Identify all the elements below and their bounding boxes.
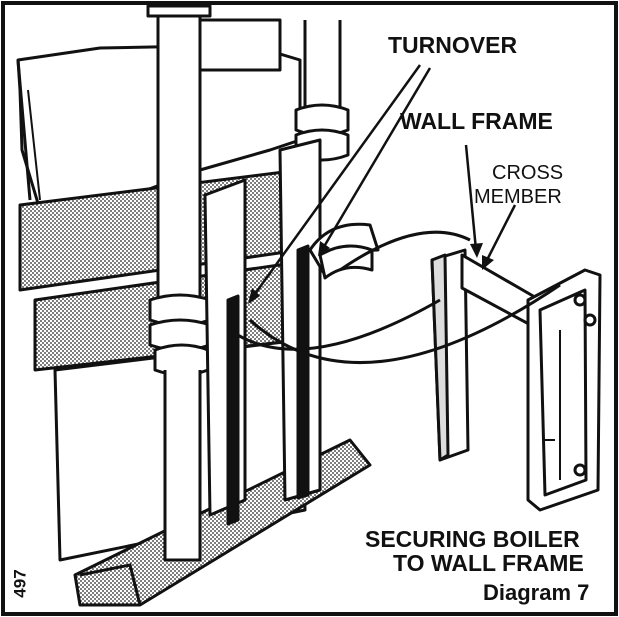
cross-member-leader — [484, 204, 517, 263]
cross-member-label-line1: CROSS — [492, 162, 564, 184]
wall-frame-leader — [464, 144, 478, 251]
diagram-number: Diagram 7 — [483, 580, 590, 605]
fixing-hole-1 — [573, 293, 587, 307]
engagement-arc-upper — [339, 230, 471, 272]
caption-line1: SECURING BOILER — [365, 526, 580, 552]
wall-frame-label: WALL FRAME — [400, 108, 553, 134]
turnover-label: TURNOVER — [388, 32, 518, 58]
side-panel-edge — [27, 89, 41, 201]
pipe-left-lower — [163, 370, 202, 562]
cross-member-label-line2: MEMBER — [474, 186, 562, 208]
wall-frame-arrowhead — [470, 243, 483, 258]
wall-frame-right-inner — [538, 288, 588, 497]
engagement-arc-left — [229, 298, 441, 351]
casing-edge — [16, 59, 32, 201]
fixing-hole-2 — [583, 313, 597, 327]
flue-collar — [188, 18, 282, 72]
wall-frame-left-flange — [430, 253, 450, 462]
pipe-bend-coupling — [318, 244, 374, 280]
turnover-slot-right — [296, 244, 310, 500]
caption-line2: TO WALL FRAME — [393, 550, 584, 576]
fixing-hole-3 — [573, 463, 587, 477]
engagement-arc-lower — [248, 283, 561, 364]
pipe-left — [156, 8, 202, 332]
turnover-arrowhead-1 — [248, 288, 260, 304]
base-tray-lip — [79, 563, 142, 606]
reference-number: 497 — [10, 569, 30, 598]
pipe-left-cap — [146, 4, 212, 18]
turnover-leader-1 — [250, 64, 422, 299]
right-upright-detail — [545, 330, 561, 480]
turnover-leader-2 — [320, 67, 432, 251]
turnover-arrowhead-2 — [318, 241, 330, 256]
cross-member-arrowhead — [482, 255, 494, 270]
turnover-slot-left — [226, 294, 240, 526]
